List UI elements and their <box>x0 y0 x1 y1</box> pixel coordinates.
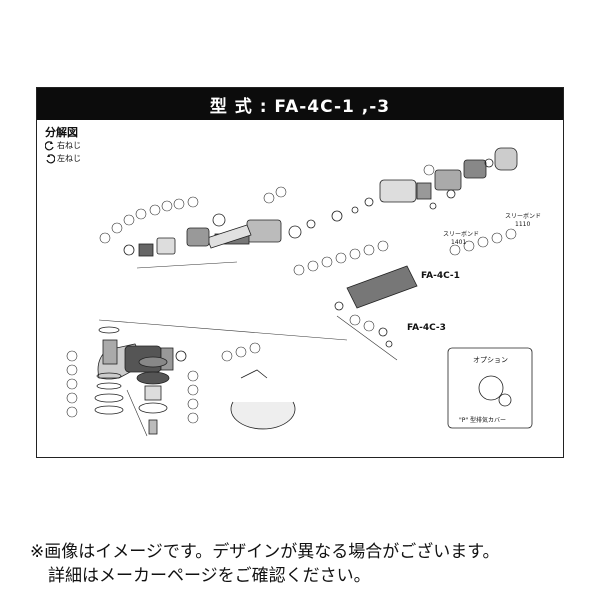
legend-heading: 分解図 <box>45 126 78 139</box>
wheel-guard-part <box>230 369 296 430</box>
threadlock-1401-code: 1401 <box>451 239 466 246</box>
right-thread-arrow-icon <box>45 140 54 150</box>
collet-assembly-part <box>136 356 170 435</box>
model-label-fa4c1: FA-4C-1 <box>421 271 460 281</box>
legend-right-thread: 右ねじ <box>45 139 81 152</box>
gear-housing-part <box>123 213 226 257</box>
option-part-label: "P" 型排気カバー <box>459 416 506 424</box>
part-callouts <box>66 164 517 424</box>
legend-left-label: 左ねじ <box>57 154 81 163</box>
option-box <box>447 347 533 429</box>
exhaust-parts-fa4c3 <box>378 327 393 348</box>
disclaimer-line-1: ※画像はイメージです。デザインが異なる場合がございます。 <box>30 542 500 562</box>
spindle-assembly-part <box>94 326 124 415</box>
motor-housing-fa4c1-part <box>334 265 418 311</box>
model-label-fa4c3: FA-4C-3 <box>407 323 446 333</box>
threadlock-1110-label: スリーボンド <box>505 212 541 220</box>
exploded-diagram-frame: 型 式 : FA-4C-1 ,-3 分解図 右ねじ 左ねじ <box>36 87 564 458</box>
parts-diagram: FA-4C-1 FA-4C-3 スリーボンド 1401 スリーボンド 1110 … <box>66 147 541 437</box>
leader-lines <box>98 261 398 437</box>
legend-right-label: 右ねじ <box>57 141 81 150</box>
legend-left-thread: 左ねじ <box>45 152 81 165</box>
disclaimer-caption: ※画像はイメージです。デザインが異なる場合がございます。 詳細はメーカーページを… <box>30 540 590 588</box>
rotor-assembly-part <box>206 197 374 249</box>
threadlock-1401-label: スリーボンド <box>443 230 479 238</box>
model-title: 型 式 : FA-4C-1 ,-3 <box>37 88 563 120</box>
left-thread-arrow-icon <box>46 153 55 163</box>
disclaimer-line-2: 詳細はメーカーページをご確認ください。 <box>48 566 371 586</box>
legend: 分解図 右ねじ 左ねじ <box>45 126 81 165</box>
threadlock-1110-code: 1110 <box>515 221 530 228</box>
motor-assembly-part <box>379 147 518 210</box>
option-label: オプション <box>473 356 508 364</box>
